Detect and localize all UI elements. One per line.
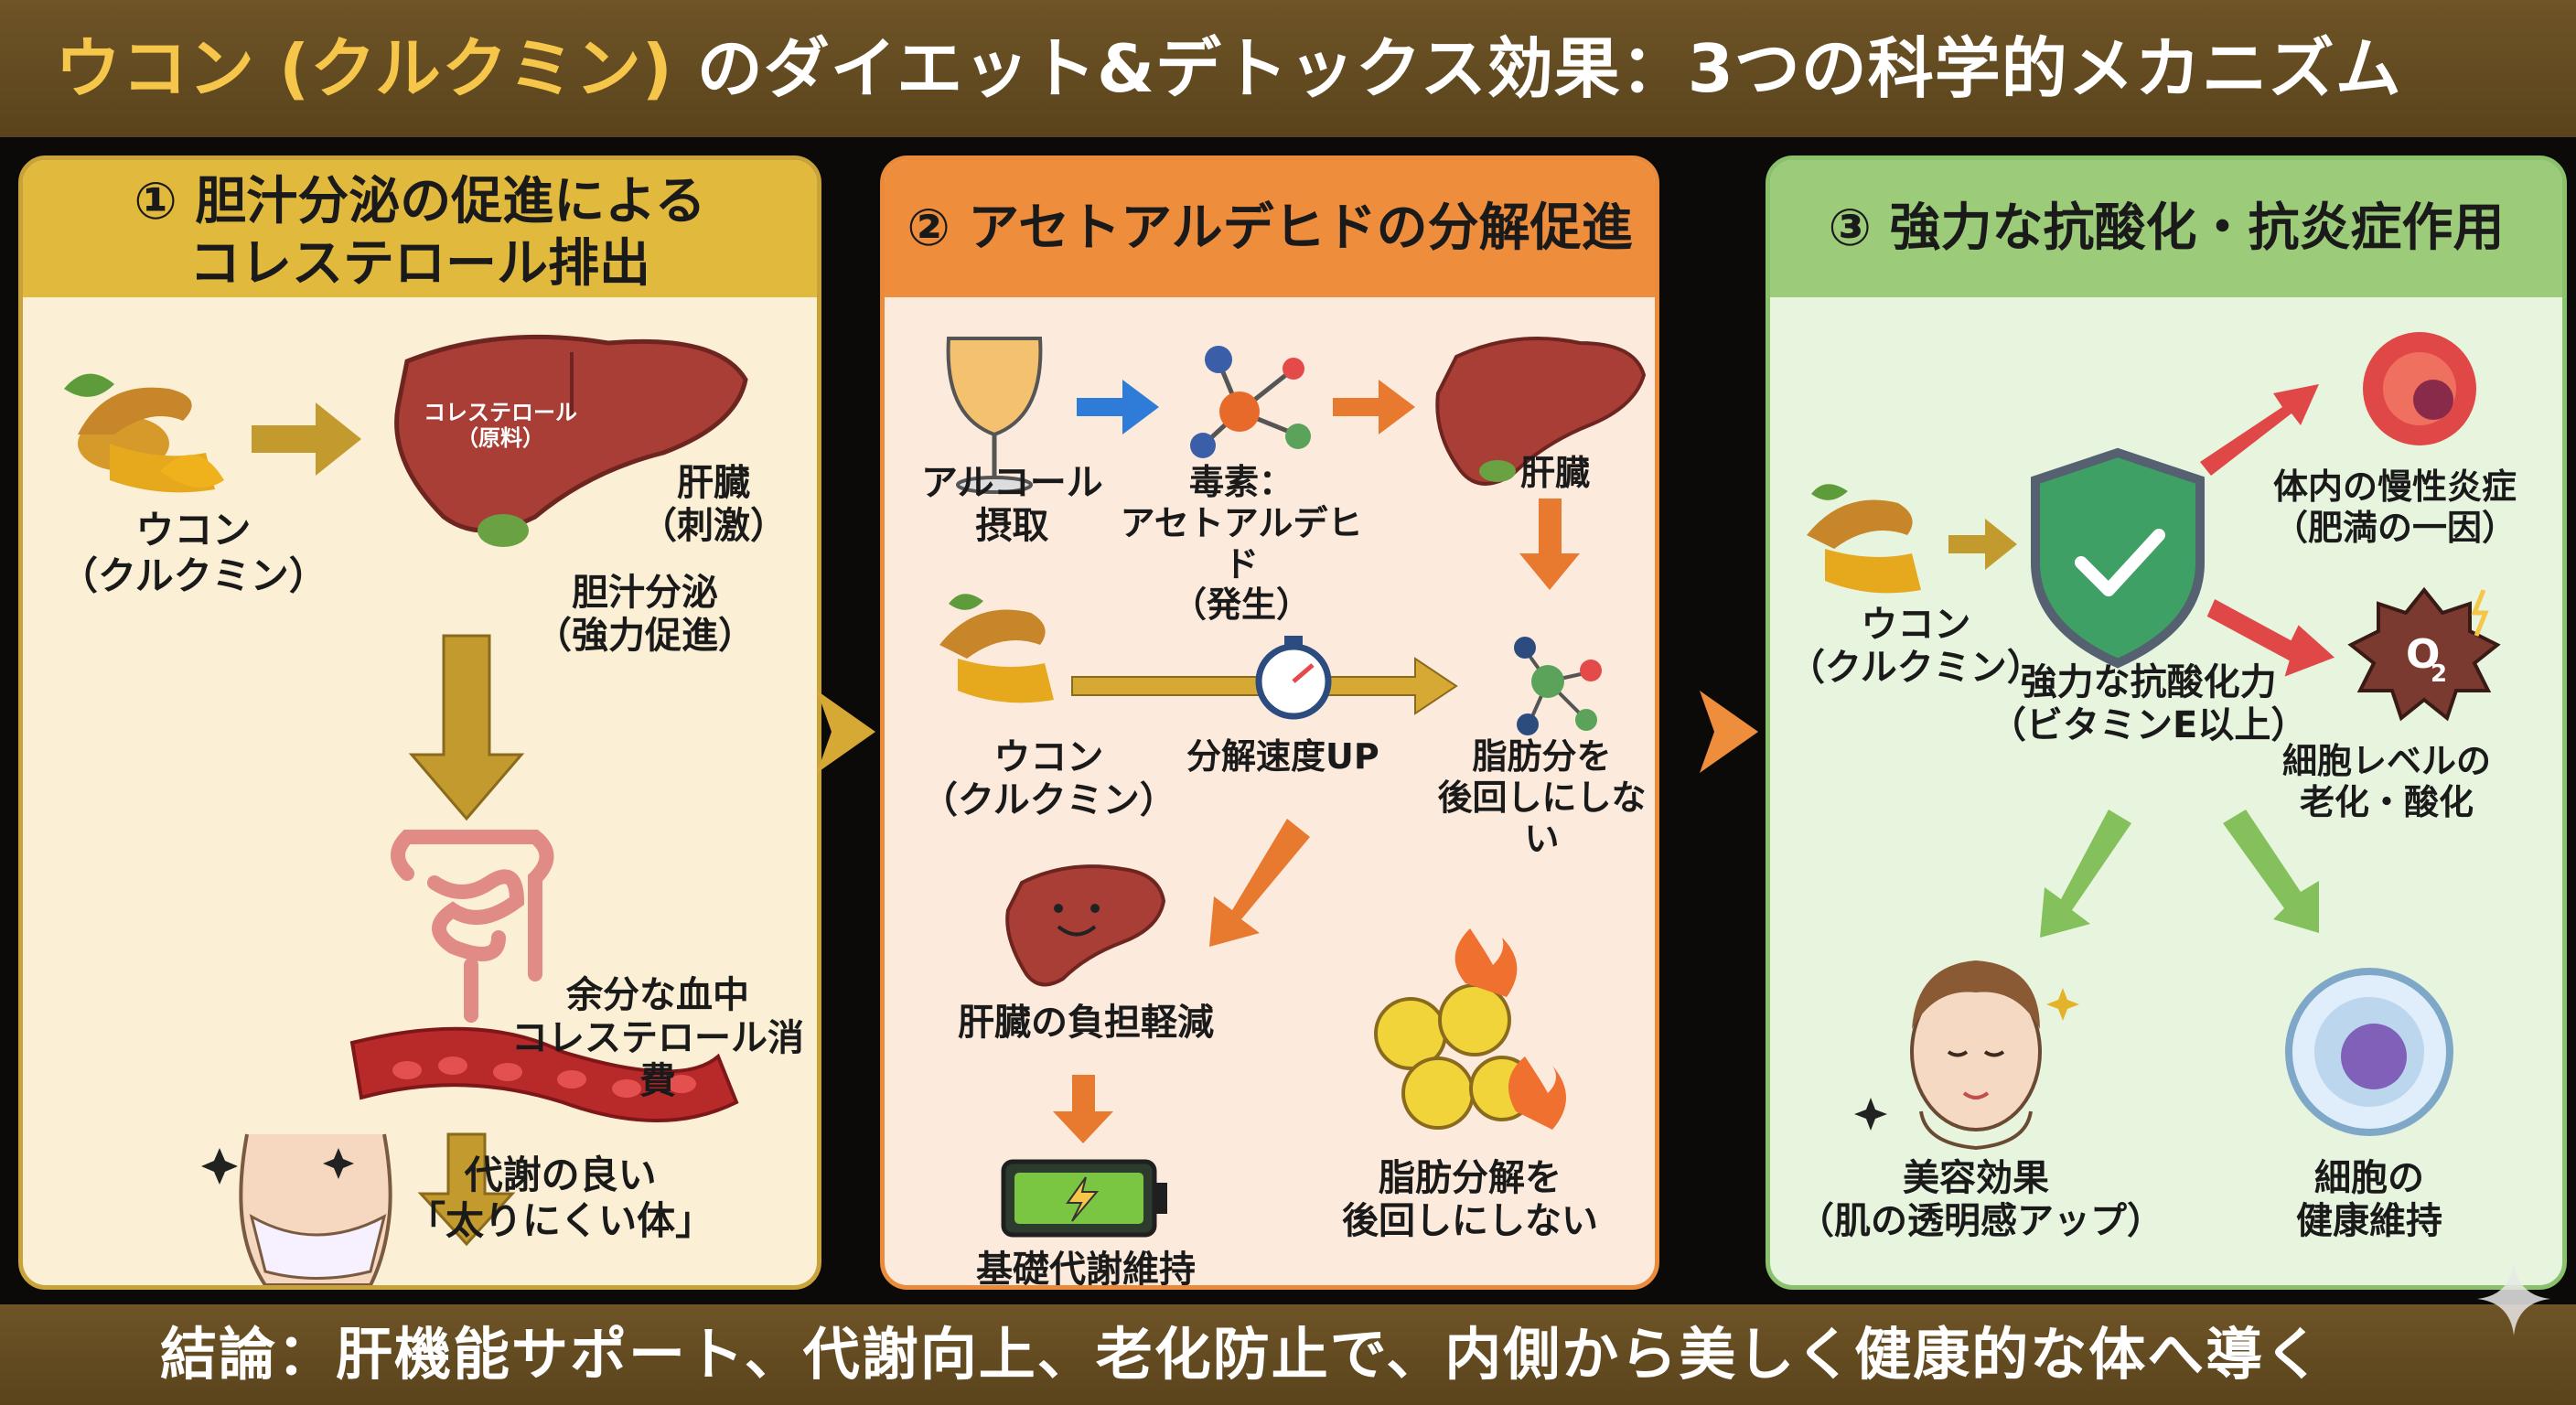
- turmeric-icon: [64, 373, 224, 493]
- arrow-down-right-icon-2: [2223, 810, 2319, 933]
- panel1-turmeric-label: ウコン （クルクミン）: [59, 508, 327, 598]
- arrow-down-right-icon: [1658, 805, 1659, 928]
- face-icon: [1910, 960, 2042, 1151]
- stopwatch-icon: [1255, 636, 1332, 720]
- speed-label: 分解速度UP: [1186, 736, 1379, 777]
- chevron-right-icon-2: [1700, 691, 1758, 773]
- arrow-down-left-icon: [2040, 810, 2131, 938]
- turmeric-icon: [939, 594, 1054, 703]
- metabolism-label: 基礎代謝維持: [976, 1249, 1196, 1290]
- panel1-header: ① 胆汁分泌の促進による コレステロール排出: [23, 160, 817, 297]
- blood-vessel-icon: [349, 1026, 739, 1122]
- toxin-label: 毒素： アセトアルデヒド （発生）: [1120, 462, 1363, 626]
- happy-liver-icon: [1005, 864, 1166, 987]
- arrow-down-icon: [408, 634, 525, 821]
- panel2-title: ② アセトアルデヒドの分解促進: [907, 198, 1633, 258]
- svg-text:2: 2: [2431, 660, 2447, 688]
- toxin-molecule-icon: [1190, 346, 1311, 458]
- title-bar: ウコン (クルクミン) のダイエット&デトックス効果：3つの科学的メカニズム: [0, 0, 2576, 137]
- panel-acetaldehyde: ② アセトアルデヒドの分解促進: [880, 156, 1659, 1290]
- aging-label: 細胞レベルの 老化・酸化: [2282, 741, 2492, 822]
- panel1-illustration: [64, 334, 748, 1285]
- conclusion-bar: 結論：肝機能サポート、代謝向上、老化防止で、内側から美しく健康的な体へ導く: [0, 1304, 2576, 1405]
- result-label: 代謝の良い 「太りにくい体」: [407, 1153, 714, 1243]
- sparkle-icon: [2046, 988, 2079, 1021]
- panel1-title: ① 胆汁分泌の促進による コレステロール排出: [134, 172, 706, 294]
- liver-inner-label: コレステロール （原料）: [424, 400, 577, 452]
- arrow-down-icon: [1519, 499, 1580, 590]
- blood-label: 余分な血中 コレステロール消費: [511, 974, 804, 1103]
- shield-check-icon: [2031, 447, 2205, 669]
- fat-defer-label: 脂肪分を 後回しにしない: [1437, 736, 1647, 859]
- panel1-liver-label: 肝臓 （刺激）: [640, 462, 787, 548]
- battery-icon: [1001, 1159, 1167, 1238]
- arrow-right-icon-2: [1333, 380, 1415, 434]
- intestine-icon: [391, 830, 554, 1023]
- arrow-right-icon: [1948, 519, 2017, 570]
- inflammation-label: 体内の慢性炎症 （肥満の一因）: [2273, 467, 2517, 548]
- fat-molecule-icon: [1514, 637, 1602, 735]
- panel2-header: ② アセトアルデヒドの分解促進: [885, 160, 1655, 297]
- arrow-up-right-icon: [2200, 384, 2319, 476]
- svg-text:O: O: [2406, 631, 2440, 678]
- slim-body-icon: [239, 1133, 392, 1285]
- healthy-cell-icon: [2285, 968, 2453, 1136]
- sparkle-logo-icon: [2477, 1262, 2550, 1335]
- burden-label: 肝臓の負担軽減: [958, 1002, 1214, 1044]
- panel3-turmeric-label: ウコン （クルクミン）: [1788, 604, 2044, 690]
- arrow-down-left-icon: [1209, 819, 1310, 947]
- conclusion-text: 結論：肝機能サポート、代謝向上、老化防止で、内側から美しく健康的な体へ導く: [160, 1321, 2324, 1388]
- sparkle-icon: [201, 1148, 238, 1185]
- fat-break-label: 脂肪分解を 後回しにしない: [1342, 1157, 1598, 1243]
- page-title: ウコン (クルクミン) のダイエット&デトックス効果：3つの科学的メカニズム: [55, 0, 2402, 137]
- title-rest: のダイエット&デトックス効果：3つの科学的メカニズム: [672, 30, 2402, 107]
- arrow-down-right-icon: [2206, 599, 2335, 677]
- panel-antioxidant: ③ 強力な抗酸化・抗炎症作用 O 2: [1766, 156, 2567, 1290]
- bile-label: 胆汁分泌 （強力促進）: [535, 572, 755, 658]
- panel-bile-secretion: ① 胆汁分泌の促進による コレステロール排出: [18, 156, 821, 1290]
- panel3-title: ③ 強力な抗酸化・抗炎症作用: [1828, 198, 2505, 258]
- panel2-turmeric-label: ウコン （クルクミン）: [921, 736, 1176, 822]
- turmeric-icon: [1807, 484, 1921, 594]
- arrow-down-icon-2: [1053, 1075, 1113, 1143]
- beauty-label: 美容効果 （肌の透明感アップ）: [1798, 1157, 2163, 1243]
- panel2-liver-label: 肝臓: [1520, 453, 1591, 493]
- liver-icon: [394, 334, 748, 547]
- fat-cells-flame-icon: [1374, 928, 1566, 1130]
- sparkle-icon-2: [323, 1148, 354, 1179]
- arrow-right-icon: [252, 402, 361, 476]
- panel3-header: ③ 強力な抗酸化・抗炎症作用: [1770, 160, 2562, 297]
- antioxidant-label: 強力な抗酸化力 （ビタミンE以上）: [1990, 661, 2308, 747]
- arrow-down-icon-2: [417, 1132, 516, 1247]
- panel2-illustration: [939, 337, 1647, 1238]
- liver-icon: [1435, 337, 1647, 486]
- sparkle-icon-2: [1854, 1098, 1887, 1131]
- chevron-right-icon: [817, 691, 875, 773]
- cell-label: 細胞の 健康維持: [2296, 1157, 2442, 1243]
- inflamed-cell-icon: [2363, 332, 2476, 445]
- title-highlight: ウコン (クルクミン): [55, 30, 673, 107]
- panel3-illustration: O 2: [1807, 332, 2501, 1151]
- alcohol-label: アルコール 摂取: [921, 462, 1103, 548]
- arrow-right-icon: [1077, 380, 1159, 434]
- oxidation-burst-icon: O 2: [2347, 586, 2501, 722]
- wine-glass-icon: [946, 337, 1043, 494]
